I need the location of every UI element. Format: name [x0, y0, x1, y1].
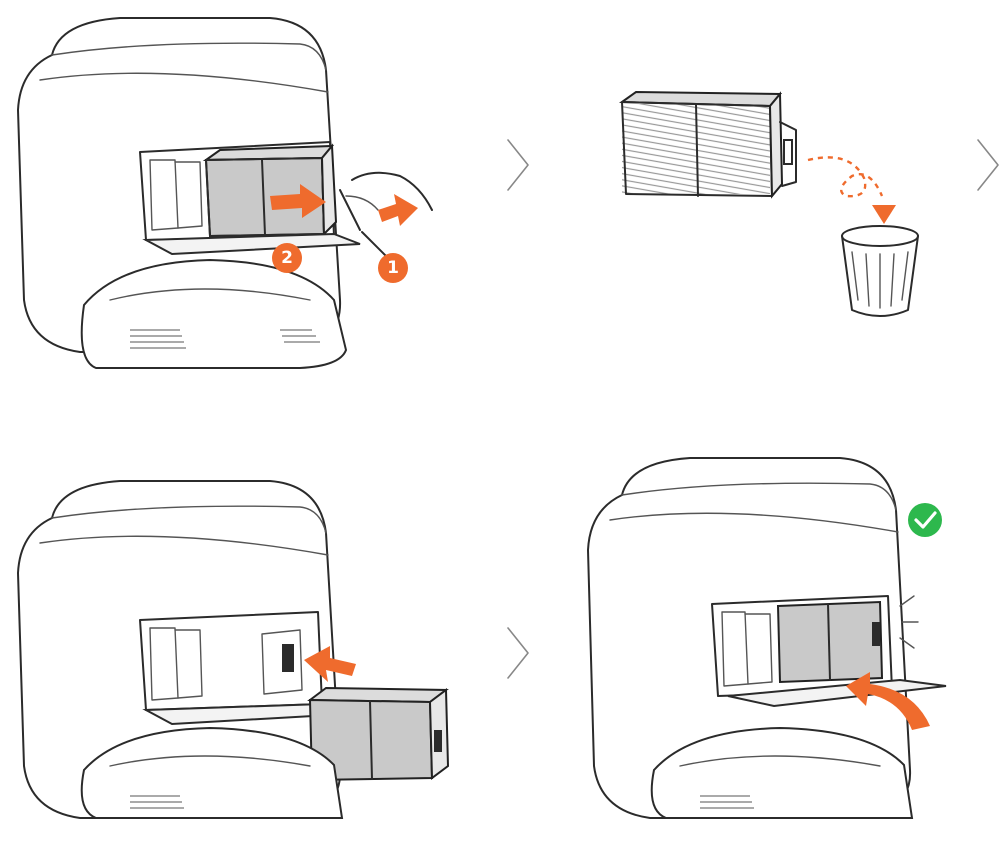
- drop-path: [808, 157, 882, 196]
- chevron-right-icon: [508, 140, 528, 190]
- old-filter-cartridge: [622, 92, 796, 196]
- step-1-remove-filter: 2 1: [18, 18, 432, 368]
- svg-text:2: 2: [281, 248, 293, 268]
- filter-cartridge: [206, 146, 336, 236]
- pull-arrow-1: [378, 194, 418, 226]
- trash-can-icon: [842, 226, 918, 316]
- step-4-close-drawer: [588, 458, 946, 818]
- drop-arrow-head: [872, 205, 896, 224]
- check-circle-icon: [908, 503, 942, 537]
- click-indicator: [900, 596, 918, 648]
- step-badge-1: 1: [378, 253, 408, 283]
- step-2-discard-filter: [622, 92, 918, 316]
- svg-text:1: 1: [387, 258, 399, 278]
- chevron-right-icon: [508, 628, 528, 678]
- chevron-right-icon: [978, 140, 998, 190]
- step-3-insert-new-filter: [18, 481, 448, 818]
- step-badge-2: 2: [272, 243, 302, 273]
